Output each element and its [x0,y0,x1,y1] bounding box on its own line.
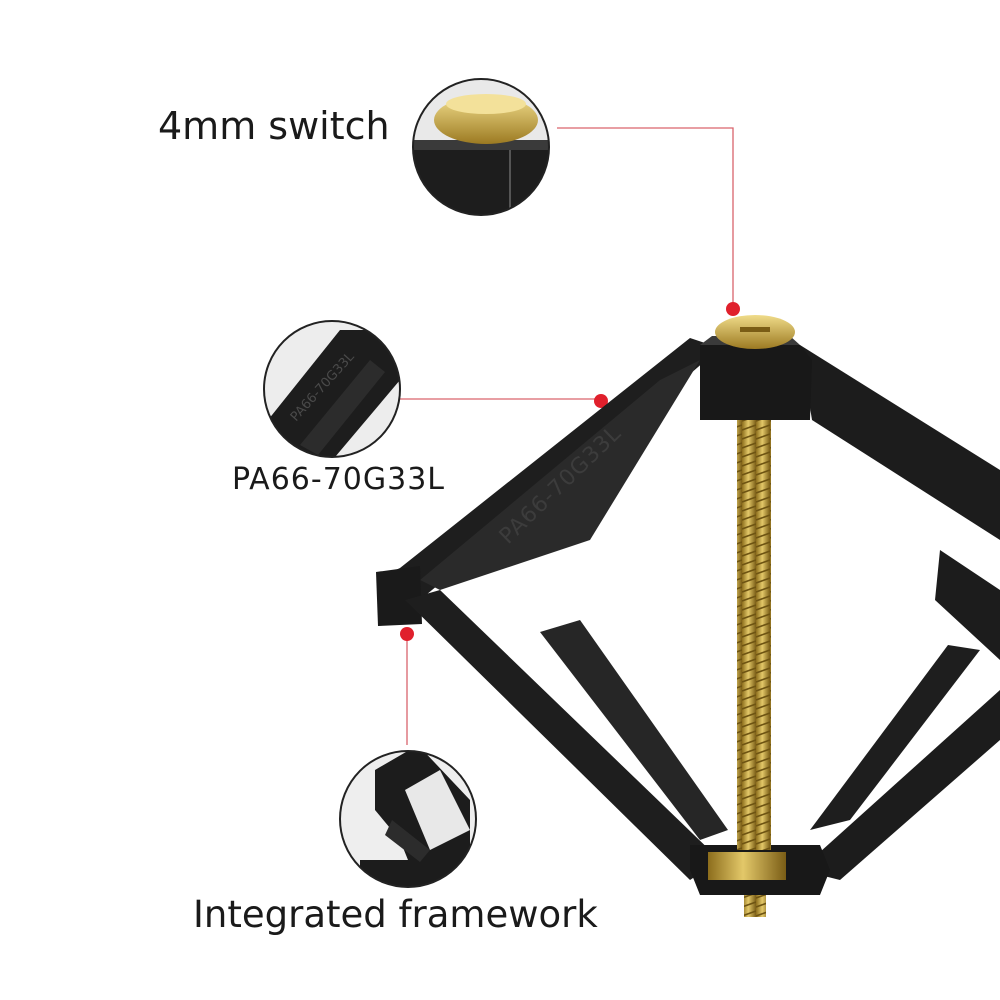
leader-dot-material [594,394,608,408]
anchor-frame [376,315,1000,917]
framework-label: Integrated framework [193,893,598,936]
leader-lines [400,127,734,745]
leader-dot-switch [726,302,740,316]
leader-dot-framework [400,627,414,641]
magnifier-switch [412,78,550,216]
switch-label: 4mm switch [158,104,390,148]
magnifier-framework [339,750,477,888]
leader-line-switch [557,127,734,305]
material-label: PA66-70G33L [232,462,446,497]
magnifier-material: PA66-70G33L [263,320,401,458]
